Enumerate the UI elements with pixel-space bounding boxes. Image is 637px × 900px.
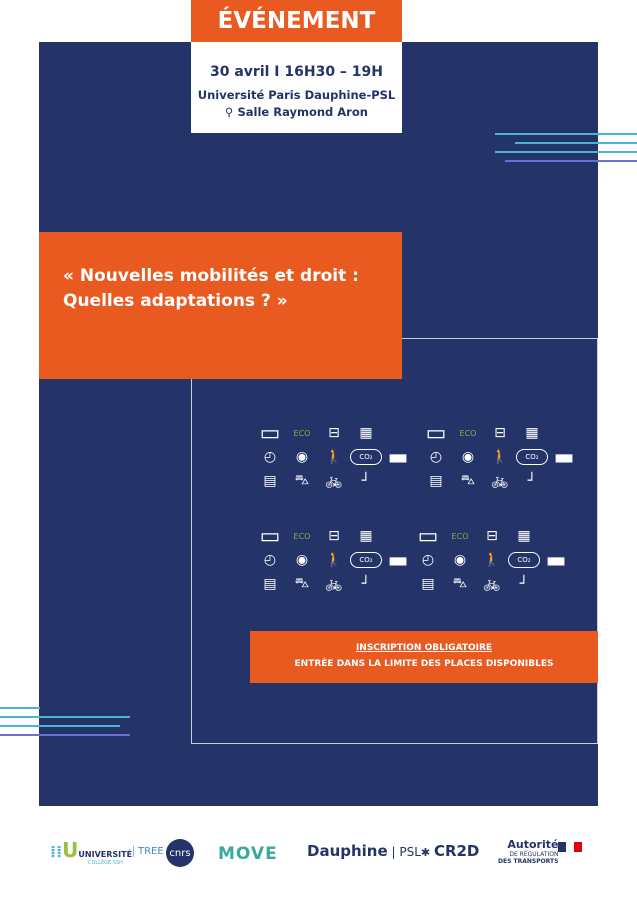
- scooter-icon: ┘: [527, 473, 537, 489]
- train-icon: ▤: [263, 576, 277, 592]
- ev-car-icon: ⛍: [452, 575, 468, 591]
- event-venue: Université Paris Dauphine-PSL: [197, 88, 396, 102]
- event-date: 30 avril I 16H30 – 19H: [209, 64, 384, 80]
- location-pin-icon: ⚲: [225, 105, 238, 119]
- decorative-lines-left: [0, 707, 130, 743]
- globe-icon: ◉: [461, 449, 475, 465]
- bus-icon: ▭: [259, 420, 281, 446]
- tram-icon: ▬: [387, 444, 409, 470]
- registration-note: ENTRÉE DANS LA LIMITE DES PLACES DISPONI…: [294, 659, 554, 669]
- pedestrian-icon: 🚶: [325, 552, 343, 568]
- logo-dauphine: Dauphine | PSL✱ CR2D: [307, 842, 480, 860]
- scooter-icon: ┘: [361, 473, 371, 489]
- calculator-icon: ▦: [359, 528, 373, 544]
- scooter-icon: ┘: [519, 576, 529, 592]
- icon-grid: ▭ ECO ⊟ ▦ ◴ ◉ 🚶 CO₂ ▬ ▤ ⛍ 🚲 ┘: [254, 523, 414, 593]
- bicycle-icon: 🚲: [325, 473, 343, 489]
- co2-cloud-icon: CO₂: [508, 552, 540, 568]
- clock-icon: ◴: [263, 449, 277, 465]
- eco-leaf-icon: ECO: [293, 428, 311, 438]
- bus-icon: ▭: [259, 523, 281, 549]
- bicycle-icon: 🚲: [491, 473, 509, 489]
- pedestrian-icon: 🚶: [325, 449, 343, 465]
- ev-car-icon: ⛍: [460, 472, 476, 488]
- calculator-icon: ▦: [525, 425, 539, 441]
- train-icon: ▤: [263, 473, 277, 489]
- clock-icon: ◴: [263, 552, 277, 568]
- event-badge: ÉVÉNEMENT: [191, 0, 402, 42]
- globe-icon: ◉: [453, 552, 467, 568]
- eco-leaf-icon: ECO: [293, 531, 311, 541]
- ev-car-icon: ⛍: [294, 575, 310, 591]
- eco-leaf-icon: ECO: [451, 531, 469, 541]
- logo-move: MOVE: [218, 844, 278, 864]
- globe-icon: ◉: [295, 449, 309, 465]
- co2-cloud-icon: CO₂: [350, 449, 382, 465]
- briefcase-icon: ⊟: [328, 425, 340, 441]
- event-room: ⚲ Salle Raymond Aron: [225, 105, 368, 119]
- scooter-icon: ┘: [361, 576, 371, 592]
- event-title: « Nouvelles mobilités et droit : Quelles…: [39, 232, 402, 379]
- co2-cloud-icon: CO₂: [516, 449, 548, 465]
- logo-cnrs: cnrs: [166, 839, 194, 867]
- decorative-lines-right: [495, 133, 637, 169]
- logo-upp: ⁞⁞UUNIVERSITÉ COLLÈGE SSH: [50, 838, 133, 866]
- logo-art: Autorité DE RÉGULATION DES TRANSPORTS: [498, 838, 559, 866]
- calculator-icon: ▦: [359, 425, 373, 441]
- briefcase-icon: ⊟: [486, 528, 498, 544]
- pedestrian-icon: 🚶: [491, 449, 509, 465]
- bicycle-icon: 🚲: [325, 576, 343, 592]
- clock-icon: ◴: [421, 552, 435, 568]
- briefcase-icon: ⊟: [328, 528, 340, 544]
- calculator-icon: ▦: [517, 528, 531, 544]
- tram-icon: ▬: [545, 547, 567, 573]
- bus-icon: ▭: [417, 523, 439, 549]
- registration-banner: INSCRIPTION OBLIGATOIRE ENTRÉE DANS LA L…: [250, 631, 598, 683]
- pedestrian-icon: 🚶: [483, 552, 501, 568]
- eco-leaf-icon: ECO: [459, 428, 477, 438]
- logo-republique-francaise: [558, 842, 582, 852]
- icon-grid: ▭ ECO ⊟ ▦ ◴ ◉ 🚶 CO₂ ▬ ▤ ⛍ 🚲 ┘: [420, 420, 580, 490]
- globe-icon: ◉: [295, 552, 309, 568]
- co2-cloud-icon: CO₂: [350, 552, 382, 568]
- train-icon: ▤: [429, 473, 443, 489]
- bus-icon: ▭: [425, 420, 447, 446]
- bicycle-icon: 🚲: [483, 576, 501, 592]
- train-icon: ▤: [421, 576, 435, 592]
- logo-tree: TREE: [133, 846, 164, 857]
- tram-icon: ▬: [553, 444, 575, 470]
- briefcase-icon: ⊟: [494, 425, 506, 441]
- event-info-box: 30 avril I 16H30 – 19H Université Paris …: [191, 42, 402, 133]
- icon-grid: ▭ ECO ⊟ ▦ ◴ ◉ 🚶 CO₂ ▬ ▤ ⛍ 🚲 ┘: [254, 420, 414, 490]
- ev-car-icon: ⛍: [294, 472, 310, 488]
- tram-icon: ▬: [387, 547, 409, 573]
- clock-icon: ◴: [429, 449, 443, 465]
- registration-link[interactable]: INSCRIPTION OBLIGATOIRE: [355, 643, 493, 653]
- icon-grid: ▭ ECO ⊟ ▦ ◴ ◉ 🚶 CO₂ ▬ ▤ ⛍ 🚲 ┘: [412, 523, 572, 593]
